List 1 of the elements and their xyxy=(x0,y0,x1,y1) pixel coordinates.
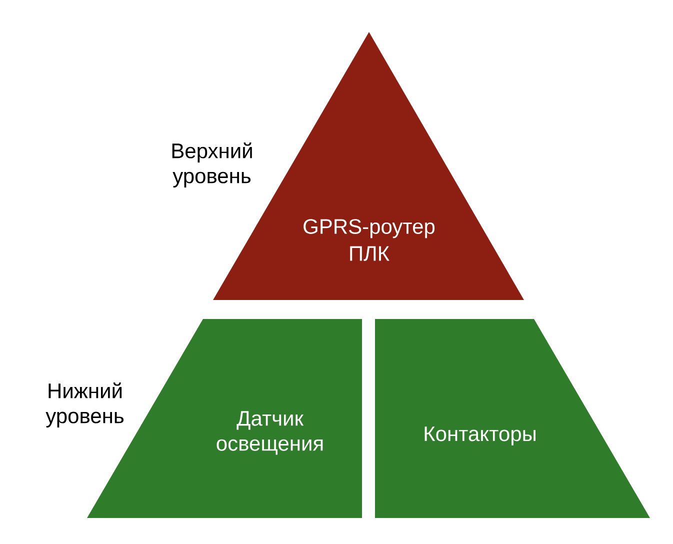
trapezoid-block: Контакторы xyxy=(375,319,650,518)
